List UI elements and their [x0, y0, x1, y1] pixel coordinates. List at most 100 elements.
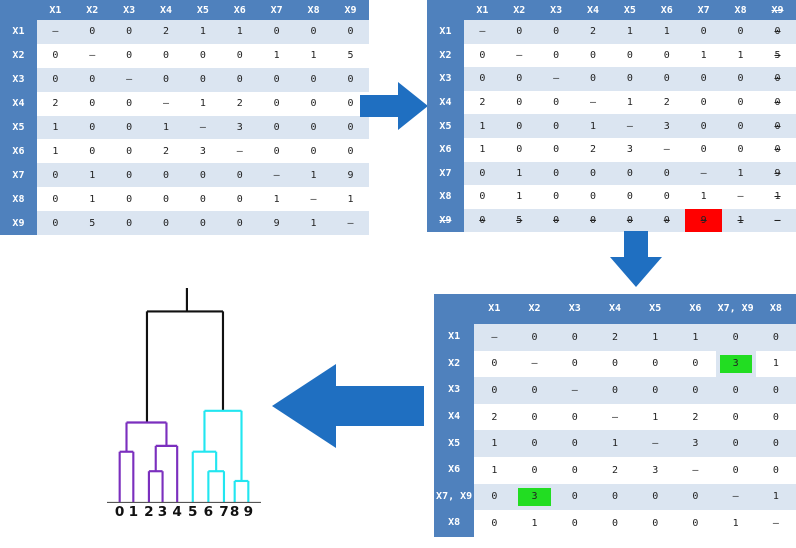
cell-value: 0	[663, 73, 670, 85]
matrix-cell: 0	[500, 137, 538, 162]
matrix-cell: 0	[36, 43, 74, 68]
cell-value: 0	[692, 517, 699, 529]
matrix-cell: 0	[594, 483, 636, 511]
cell-value: 1	[89, 193, 96, 205]
cell-value: 5	[89, 217, 96, 229]
matrix-cell: 1	[722, 208, 760, 233]
cell-value: 0	[310, 26, 317, 38]
matrix-cell: 0	[221, 187, 259, 212]
matrix-cell: –	[332, 211, 369, 236]
cell-value: 0	[692, 384, 699, 396]
matrix-cell: 0	[648, 43, 686, 68]
matrix-cell: 1	[73, 187, 111, 212]
matrix-cell: –	[722, 185, 760, 209]
cell-value: 1	[310, 50, 317, 62]
cell-value: 0	[553, 144, 560, 156]
cell-value: –	[553, 73, 560, 85]
matrix-cell: 1	[474, 430, 515, 457]
matrix-cell: 0	[463, 208, 501, 233]
matrix-cell: 0	[36, 187, 74, 212]
cell-value: 0	[589, 215, 597, 227]
highlighted-merged-cell: 3	[715, 350, 756, 378]
cell-value: 0	[516, 97, 523, 109]
cell-value: 0	[89, 98, 96, 110]
matrix-cell: –	[73, 43, 111, 68]
matrix-cell: 0	[611, 67, 649, 91]
cell-value: 0	[126, 98, 133, 110]
cell-value: –	[89, 50, 96, 62]
cell-value: 0	[589, 167, 597, 179]
matrix-cell: 0	[715, 403, 756, 431]
matrix-cell: 0	[73, 139, 111, 164]
matrix-cell: 0	[147, 43, 185, 68]
matrix-cell: 0	[675, 350, 716, 378]
matrix-cell: 0	[147, 187, 185, 212]
cell-value: 3	[626, 144, 633, 156]
matrix-cell: 0	[611, 161, 649, 186]
matrix-cell: 1	[611, 20, 649, 44]
cell-value: 0	[553, 191, 560, 203]
cell-value: 3	[531, 491, 538, 503]
cell-value: 0	[732, 384, 739, 396]
matrix-cell: 0	[110, 43, 148, 68]
cell-value: 1	[52, 145, 59, 157]
matrix-cell: –	[295, 187, 333, 212]
matrix-cell: 1	[594, 430, 636, 457]
cell-value: 0	[126, 145, 133, 157]
cell-value: 2	[589, 144, 597, 156]
matrix-cell: 0	[611, 185, 649, 209]
leaf-label: 4	[172, 504, 181, 518]
cell-value: 0	[236, 50, 243, 62]
matrix-cell: 3	[184, 139, 222, 164]
matrix-cell: 2	[594, 324, 636, 351]
cell-value: 1	[479, 144, 486, 156]
matrix-cell: –	[611, 114, 649, 138]
matrix-cell: 1	[36, 115, 74, 140]
cell-value: 0	[553, 49, 560, 61]
matrix-cell: 0	[722, 114, 760, 138]
matrix-cell: 0	[554, 430, 595, 457]
matrix-cell: 5	[73, 211, 111, 236]
row-header: X4	[427, 90, 464, 115]
matrix-cell: –	[648, 137, 686, 162]
matrix-cell: 0	[258, 67, 296, 92]
cell-value: 1	[737, 215, 744, 227]
cell-value: 0	[772, 384, 779, 396]
cell-value: 2	[611, 464, 618, 476]
cell-value: 0	[531, 331, 538, 343]
cell-value: 0	[310, 74, 317, 86]
matrix-cell: 0	[755, 430, 796, 457]
matrix-cell: –	[635, 430, 676, 457]
matrix-cell: 1	[715, 510, 756, 537]
cell-value: 0	[126, 169, 133, 181]
cell-value: 0	[774, 144, 781, 156]
matrix-cell: 1	[675, 324, 716, 351]
matrix-cell: 0	[574, 185, 612, 209]
matrix-cell: 0	[537, 185, 575, 209]
matrix-cell: –	[184, 115, 222, 140]
cell-value: 0	[347, 122, 354, 133]
matrix-cell: 1	[500, 161, 538, 186]
dendrogram-left-cluster	[118, 421, 179, 503]
matrix-cell: 1	[147, 115, 185, 140]
cell-value: 0	[516, 120, 523, 132]
matrix-cell: 9	[759, 161, 796, 186]
highlighted-merged-cell: 3	[514, 483, 555, 511]
matrix-cell: 2	[648, 90, 686, 115]
matrix-cell: 3	[221, 115, 259, 140]
matrix-cell: 0	[332, 67, 369, 92]
matrix-cell: –	[258, 163, 296, 188]
matrix-cell: 0	[110, 211, 148, 236]
cell-value: 9	[347, 169, 354, 181]
cell-value: 0	[571, 438, 578, 450]
cell-value: 0	[516, 26, 523, 38]
cell-value: 3	[663, 120, 670, 132]
matrix-cell: –	[574, 90, 612, 115]
column-header: X7	[685, 0, 723, 20]
